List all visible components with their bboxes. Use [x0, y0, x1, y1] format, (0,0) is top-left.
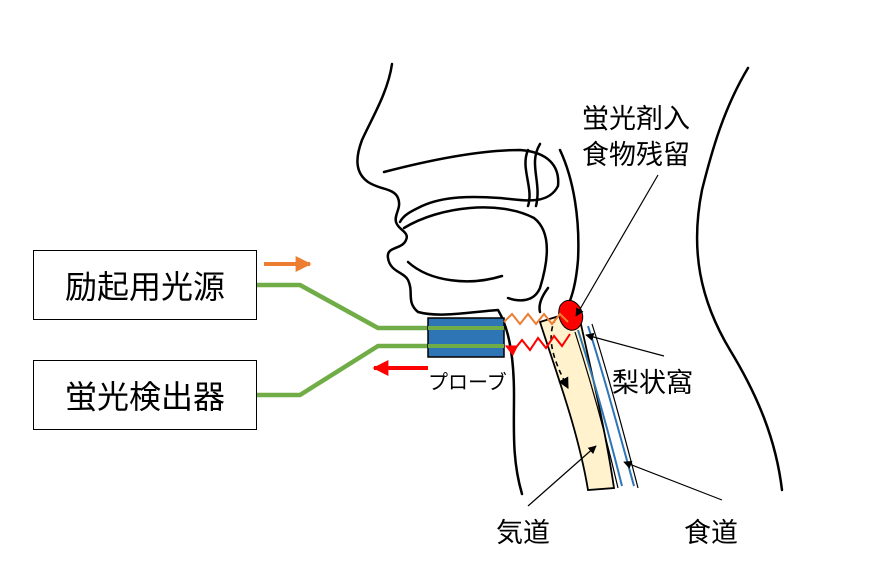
- piriform-sinus-leader: [585, 332, 665, 357]
- mandible: [406, 260, 504, 283]
- fluorescence-wave: [504, 333, 571, 357]
- fluorescence-detector-label: 蛍光検出器: [64, 378, 225, 416]
- epiglottis: [524, 148, 531, 208]
- pharyngeal-wall: [558, 148, 580, 308]
- residue-label-line1: 蛍光剤入: [582, 104, 690, 135]
- esophagus-front-wall: [577, 329, 623, 487]
- esophagus-label: 食道: [684, 518, 738, 549]
- trachea-label: 気道: [496, 518, 550, 549]
- piriform-sinus-label: 梨状窩: [612, 368, 693, 399]
- neck-back: [695, 66, 784, 492]
- excitation-wave: [503, 312, 569, 326]
- excitation-light-source-label: 励起用光源: [64, 268, 225, 306]
- swallow-path-arrow: [550, 317, 569, 389]
- fluorescence-detector-box: 蛍光検出器: [33, 360, 257, 430]
- head-outline: [356, 62, 784, 496]
- trachea-leader: [527, 445, 597, 507]
- esophagus-leader: [623, 460, 723, 501]
- trachea: [538, 308, 616, 491]
- probe-body: [427, 317, 505, 358]
- esophagus-outline-a: [574, 331, 619, 489]
- soft-palate: [533, 142, 542, 208]
- face-profile: [356, 62, 524, 496]
- nasal-cavity: [382, 148, 560, 224]
- leader-lines: [527, 174, 723, 507]
- residue-label-line2: 食物残留: [582, 140, 690, 171]
- oral-cavity: [402, 206, 548, 302]
- pharyngeal-wall-inner: [538, 286, 550, 314]
- probe-label: プローブ: [428, 370, 507, 394]
- excitation-light-source-box: 励起用光源: [33, 250, 257, 320]
- residue-leader: [575, 174, 659, 317]
